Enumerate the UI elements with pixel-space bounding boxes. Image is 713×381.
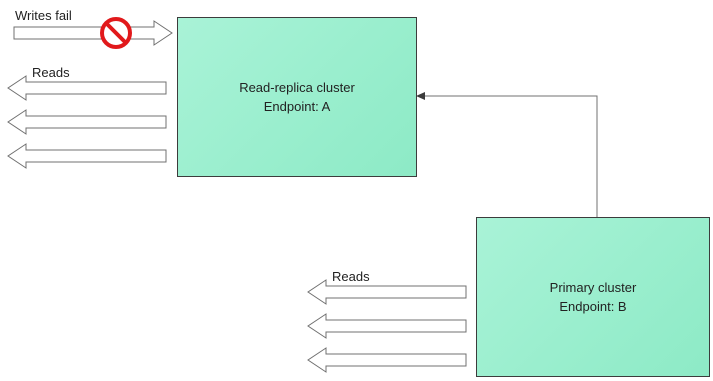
- replica-endpoint: Endpoint: A: [263, 99, 331, 114]
- replica-read-arrow: [7, 109, 167, 135]
- primary-reads-label: Reads: [332, 269, 370, 284]
- writes-fail-label: Writes fail: [15, 8, 72, 23]
- primary-read-arrow: [307, 279, 467, 305]
- primary-cluster: Primary cluster Endpoint: B: [476, 217, 710, 377]
- replica-title: Read-replica cluster: [239, 80, 355, 95]
- primary-read-arrow: [307, 347, 467, 373]
- replica-read-arrow: [7, 143, 167, 169]
- writes-arrow: [13, 20, 173, 46]
- prohibited-icon: [100, 17, 132, 49]
- replication-connector: [416, 92, 598, 217]
- replica-read-arrow: [7, 75, 167, 101]
- primary-endpoint: Endpoint: B: [559, 299, 627, 314]
- read-replica-cluster: Read-replica cluster Endpoint: A: [177, 17, 417, 177]
- primary-title: Primary cluster: [549, 280, 637, 295]
- replica-reads-label: Reads: [32, 65, 70, 80]
- primary-read-arrow: [307, 313, 467, 339]
